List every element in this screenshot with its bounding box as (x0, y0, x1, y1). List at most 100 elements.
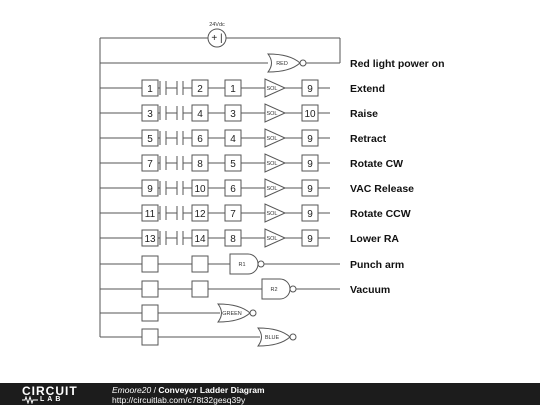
contact-number: 1 (230, 84, 236, 95)
contact-box: 1 (224, 79, 242, 97)
contact-box: 3 (224, 104, 242, 122)
circuitlab-logo[interactable]: CIRCUIT LAB (22, 385, 94, 404)
contact-number: 12 (194, 209, 206, 220)
or-gate-11: BLUE (256, 327, 297, 347)
contact-number: 11 (145, 209, 156, 220)
circuit-url[interactable]: http://circuitlab.com/c78t32gesq39y (112, 395, 246, 405)
contact-number: 2 (197, 84, 203, 95)
coil-number: 9 (307, 184, 313, 195)
solenoid-tag: SOL (266, 86, 277, 92)
contact-number: 6 (197, 134, 203, 145)
rung-label: Punch arm (350, 259, 404, 271)
or-gate-10: GREEN (216, 303, 257, 323)
contact-rect (141, 104, 159, 122)
contact-number: 8 (230, 234, 236, 245)
gate-tag: RED (276, 61, 288, 67)
contact-gap (177, 131, 183, 145)
contact-box: 4 (224, 129, 242, 147)
coil-box: 9 (301, 204, 319, 222)
contact-box: 1 (141, 79, 159, 97)
or-gate-0: RED (266, 53, 307, 73)
contact-rect (191, 179, 209, 197)
solenoid-triangle (264, 103, 287, 123)
coil-number: 9 (307, 159, 313, 170)
contact-number: 8 (197, 159, 203, 170)
contact-number: 5 (147, 134, 153, 145)
contact-rect (141, 154, 159, 172)
coil-rect (301, 229, 319, 247)
solenoid-triangle (264, 178, 287, 198)
contact-box: 4 (191, 104, 209, 122)
coil-box: 9 (301, 154, 319, 172)
contact-number: 5 (230, 159, 236, 170)
rung-label: Red light power on (350, 58, 445, 70)
contact-gap (160, 181, 166, 195)
coil-box: 9 (301, 229, 319, 247)
contact-number: 13 (144, 234, 156, 245)
rung-label: VAC Release (350, 183, 414, 195)
inversion-bubble (299, 59, 307, 67)
or-gate-body (256, 327, 291, 347)
contact-rect (141, 179, 159, 197)
contact-rect (141, 229, 159, 247)
contact-box: 5 (141, 129, 159, 147)
contact-rect (224, 229, 242, 247)
contact-number: 3 (230, 109, 236, 120)
solenoid-symbol: SOL (264, 128, 287, 148)
contact-box: 8 (224, 229, 242, 247)
contact-number: 7 (147, 159, 153, 170)
contact-number: 4 (197, 109, 203, 120)
contact-rect (224, 154, 242, 172)
contact-rect (191, 255, 209, 273)
contact-gap (177, 156, 183, 170)
contact-box: 6 (224, 179, 242, 197)
coil-rect (301, 104, 319, 122)
and-gate-8: R1 (229, 253, 265, 275)
circuit-credit: Emoore20 / Conveyor Ladder Diagram (112, 385, 265, 395)
coil-number: 9 (307, 134, 313, 145)
or-gate-body (266, 53, 301, 73)
resistor-symbol-icon (22, 396, 38, 404)
solenoid-triangle (264, 153, 287, 173)
coil-rect (301, 79, 319, 97)
contact-gap (177, 206, 183, 220)
gate-tag: R2 (270, 287, 277, 293)
contact-rect (191, 229, 209, 247)
contact-number: 1 (147, 84, 153, 95)
contact-box: 8 (191, 154, 209, 172)
contact-rect (191, 204, 209, 222)
author-link[interactable]: Emoore20 (112, 385, 152, 395)
coil-number: 9 (307, 234, 313, 245)
solenoid-tag: SOL (266, 236, 277, 242)
contact-rect (224, 179, 242, 197)
gate-tag: GREEN (222, 311, 242, 317)
contact-rect (224, 79, 242, 97)
solenoid-tag: SOL (266, 186, 277, 192)
solenoid-tag: SOL (266, 111, 277, 117)
contact-rect (191, 129, 209, 147)
contact-rect (191, 280, 209, 298)
contact-number: 14 (194, 234, 206, 245)
contact-rect (224, 104, 242, 122)
coil-rect (301, 129, 319, 147)
rung-label: Retract (350, 133, 387, 145)
rung-label: Lower RA (350, 233, 399, 245)
contact-number: 6 (230, 184, 236, 195)
coil-number: 10 (304, 109, 316, 120)
contact-gap (177, 81, 183, 95)
contact-box: 7 (141, 154, 159, 172)
coil-rect (301, 179, 319, 197)
contact-rect (141, 280, 159, 298)
gate-tag: R1 (238, 262, 245, 268)
contact-rect (141, 129, 159, 147)
contact-rect (224, 204, 242, 222)
solenoid-symbol: SOL (264, 78, 287, 98)
contact-gap (160, 81, 166, 95)
rung-label: Raise (350, 108, 378, 120)
contact-rect (141, 255, 159, 273)
contact-rect (191, 104, 209, 122)
solenoid-tag: SOL (266, 161, 277, 167)
contact-number: 9 (147, 184, 153, 195)
contact-box: 12 (191, 204, 209, 222)
